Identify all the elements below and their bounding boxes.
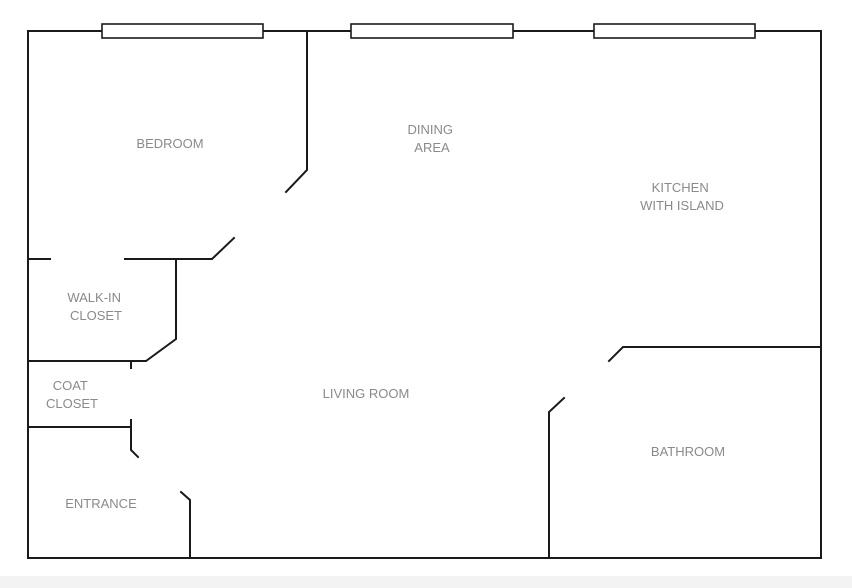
label-coat-closet: COAT CLOSET xyxy=(46,378,98,411)
label-kitchen: KITCHEN WITH ISLAND xyxy=(640,180,724,213)
wall-bathroom-left xyxy=(548,396,566,559)
wall-entrance-right xyxy=(179,490,191,559)
wall-bedroom-bottom xyxy=(124,236,236,260)
label-walkin-closet: WALK-IN CLOSET xyxy=(67,290,124,323)
label-bedroom: BEDROOM xyxy=(136,136,203,151)
wall-bedroom-right xyxy=(284,30,308,194)
wall-coat-stub xyxy=(130,419,140,459)
window-kitchen xyxy=(593,23,756,39)
label-entrance: ENTRANCE xyxy=(65,496,137,511)
label-living-room: LIVING ROOM xyxy=(323,386,410,401)
wall-walkin-right xyxy=(27,258,177,362)
outer-wall xyxy=(27,30,822,559)
window-bedroom xyxy=(101,23,264,39)
label-dining-area: DINING AREA xyxy=(407,122,456,155)
bottom-strip xyxy=(0,576,852,588)
window-dining xyxy=(350,23,514,39)
wall-bathroom-top xyxy=(607,346,822,363)
label-bathroom: BATHROOM xyxy=(651,444,725,459)
